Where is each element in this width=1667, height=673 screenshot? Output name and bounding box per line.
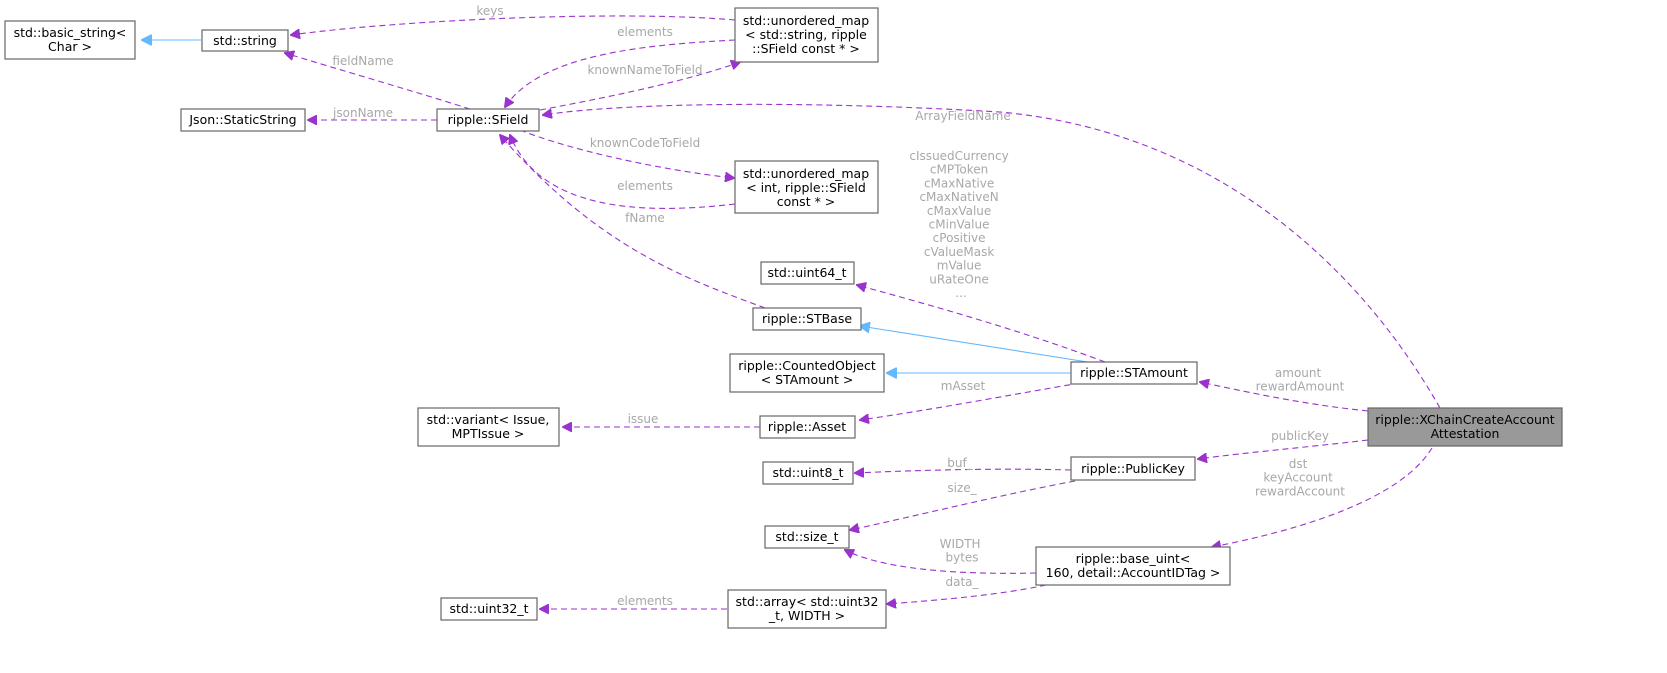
node-std-unordered-map-string[interactable]: std::unordered_map < std::string, ripple… (734, 7, 879, 63)
svg-text:< STAmount >: < STAmount > (761, 372, 854, 387)
edge-label-elements-int: elements (617, 179, 673, 193)
node-std-uint8-t[interactable]: std::uint8_t (762, 461, 854, 485)
edge-stamount-to-stbase (860, 326, 1101, 365)
svg-text:Json::StaticString: Json::StaticString (188, 112, 296, 127)
svg-text:160, detail::AccountIDTag >: 160, detail::AccountIDTag > (1046, 565, 1221, 580)
node-std-uint32-t[interactable]: std::uint32_t (440, 597, 538, 621)
svg-text:ripple::SField: ripple::SField (448, 112, 529, 127)
node-std-array[interactable]: std::array< std::uint32 _t, WIDTH > (727, 589, 887, 629)
svg-text:< std::string, ripple: < std::string, ripple (745, 27, 867, 42)
svg-text:std::unordered_map: std::unordered_map (743, 166, 869, 181)
edge-baseuint-data[interactable]: data_ (887, 575, 1047, 604)
edge-array-elements[interactable]: elements (540, 594, 727, 609)
edge-xchain-dst[interactable]: dst keyAccount rewardAccount (1212, 447, 1433, 547)
edge-label-knownNameToField: knownNameToField (587, 63, 702, 77)
svg-text:std::size_t: std::size_t (775, 529, 838, 544)
edge-xchain-ArrayFieldName[interactable]: ArrayFieldName (543, 103, 1441, 409)
node-std-variant[interactable]: std::variant< Issue, MPTIssue > (417, 407, 560, 447)
edge-baseuint-width[interactable]: WIDTH bytes (845, 537, 1037, 574)
edge-label-issue: issue (628, 412, 659, 426)
edge-label-dst: dst keyAccount rewardAccount (1255, 457, 1345, 498)
node-std-size-t[interactable]: std::size_t (764, 525, 850, 549)
svg-text:std::string: std::string (213, 33, 277, 48)
edge-label-elements-string: elements (617, 25, 673, 39)
edge-umap-string-elements[interactable]: elements (505, 25, 736, 107)
edge-label-buf: buf_ (947, 456, 973, 470)
edge-label-data: data_ (945, 575, 979, 589)
svg-text:::SField const * >: ::SField const * > (752, 41, 860, 56)
svg-text:std::uint32_t: std::uint32_t (449, 601, 528, 616)
svg-text:std::unordered_map: std::unordered_map (743, 13, 869, 28)
svg-text:ripple::PublicKey: ripple::PublicKey (1081, 461, 1185, 476)
edge-sfield-fieldName[interactable]: fieldName (285, 53, 471, 110)
svg-text:ripple::Asset: ripple::Asset (768, 419, 846, 434)
svg-text:std::variant< Issue,: std::variant< Issue, (427, 412, 550, 427)
edge-asset-issue[interactable]: issue (563, 412, 760, 427)
edge-label-stamount-members: cIssuedCurrency cMPToken cMaxNative cMax… (909, 149, 1012, 300)
svg-text:MPTIssue >: MPTIssue > (452, 426, 525, 441)
edge-label-size: size_ (947, 481, 977, 495)
svg-text:ripple::base_uint<: ripple::base_uint< (1076, 551, 1191, 566)
edge-label-knownCodeToField: knownCodeToField (590, 136, 700, 150)
edge-xchain-amount[interactable]: amount rewardAmount (1200, 366, 1369, 412)
edge-label-mAsset: mAsset (941, 379, 986, 393)
edge-label-width: WIDTH bytes (940, 537, 985, 565)
node-std-uint64-t[interactable]: std::uint64_t (760, 261, 855, 285)
edge-stamount-mAsset[interactable]: mAsset (860, 379, 1081, 420)
node-ripple-stbase[interactable]: ripple::STBase (752, 307, 862, 331)
node-json-static-string[interactable]: Json::StaticString (180, 108, 306, 132)
edge-stbase-fName[interactable]: fName (500, 135, 766, 309)
edge-label-fName: fName (625, 211, 665, 225)
svg-text:std::uint64_t: std::uint64_t (767, 265, 846, 280)
node-ripple-publickey[interactable]: ripple::PublicKey (1070, 456, 1196, 481)
svg-text:ripple::STBase: ripple::STBase (762, 311, 852, 326)
node-ripple-base-uint[interactable]: ripple::base_uint< 160, detail::AccountI… (1035, 546, 1231, 586)
svg-text:_t, WIDTH >: _t, WIDTH > (768, 608, 845, 623)
svg-text:Attestation: Attestation (1431, 426, 1500, 441)
edge-stamount-members[interactable]: cIssuedCurrency cMPToken cMaxNative cMax… (857, 149, 1106, 363)
svg-text:const * >: const * > (777, 194, 836, 209)
node-ripple-sfield[interactable]: ripple::SField (436, 108, 540, 132)
node-ripple-stamount[interactable]: ripple::STAmount (1070, 361, 1198, 385)
edge-label-amount: amount rewardAmount (1256, 366, 1345, 394)
edge-publickey-buf[interactable]: buf_ (855, 456, 1072, 473)
edge-publickey-size[interactable]: size_ (850, 480, 1076, 530)
node-std-basic-string[interactable]: std::basic_string< Char > (4, 20, 136, 60)
edge-label-ArrayFieldName: ArrayFieldName (915, 109, 1010, 123)
edge-label-fieldName: fieldName (332, 54, 393, 68)
svg-text:std::uint8_t: std::uint8_t (772, 465, 843, 480)
edge-sfield-knownCodeToField[interactable]: knownCodeToField (519, 129, 734, 178)
edge-label-keys: keys (476, 4, 503, 18)
edge-umap-string-keys[interactable]: keys (291, 4, 736, 35)
edge-label-elements-array: elements (617, 594, 673, 608)
node-std-unordered-map-int[interactable]: std::unordered_map < int, ripple::SField… (734, 160, 879, 214)
svg-text:< int, ripple::SField: < int, ripple::SField (746, 180, 866, 195)
svg-text:std::basic_string<: std::basic_string< (14, 25, 127, 40)
svg-text:Char >: Char > (48, 39, 92, 54)
node-ripple-asset[interactable]: ripple::Asset (759, 415, 856, 439)
edge-umap-int-elements[interactable]: elements (510, 135, 736, 209)
node-std-string[interactable]: std::string (201, 29, 289, 52)
svg-text:ripple::CountedObject: ripple::CountedObject (738, 358, 876, 373)
svg-text:ripple::STAmount: ripple::STAmount (1080, 365, 1188, 380)
svg-text:ripple::XChainCreateAccount: ripple::XChainCreateAccount (1375, 412, 1555, 427)
edge-sfield-jsonName[interactable]: jsonName (308, 106, 437, 120)
edge-xchain-publicKey[interactable]: publicKey (1198, 429, 1369, 459)
node-ripple-counted-object[interactable]: ripple::CountedObject < STAmount > (729, 353, 885, 393)
edge-label-jsonName: jsonName (332, 106, 393, 120)
edge-label-publicKey: publicKey (1271, 429, 1329, 443)
svg-text:std::array< std::uint32: std::array< std::uint32 (736, 594, 879, 609)
node-ripple-xchain-create-account-attestation[interactable]: ripple::XChainCreateAccount Attestation (1367, 407, 1563, 447)
edge-sfield-knownNameToField[interactable]: knownNameToField (539, 62, 740, 111)
